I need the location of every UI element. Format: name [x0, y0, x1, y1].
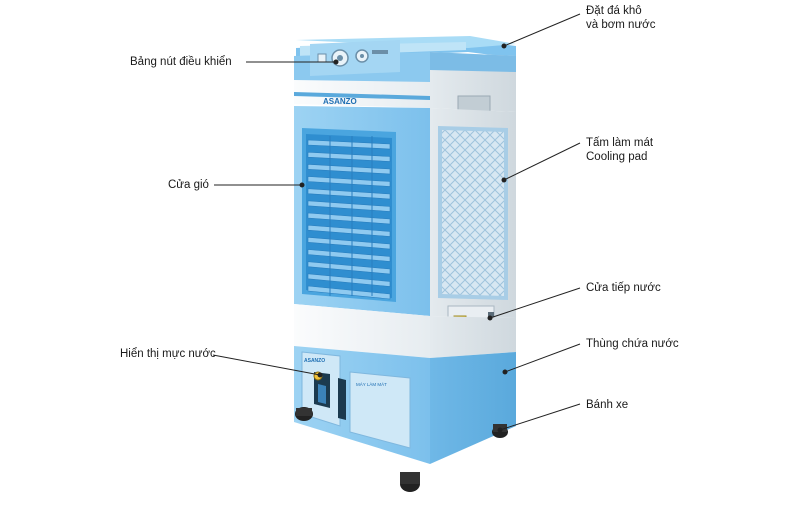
callout-cooling-pad: Tấm làm mát Cooling pad [586, 136, 653, 164]
callout-wheels: Bánh xe [586, 398, 628, 412]
tank-badge-text: MÁY LÀM MÁT [356, 381, 387, 387]
callout-control-panel: Bảng nút điều khiển [130, 55, 232, 69]
callout-text: Cửa tiếp nước [586, 282, 661, 294]
callout-text-line1: Tấm làm mát [586, 137, 654, 149]
callout-water-level: Hiển thị mực nước [120, 347, 216, 361]
vent-louvre [307, 285, 391, 300]
callout-text: Bánh xe [586, 399, 629, 411]
callout-ice-pump: Đặt đá khô và bơm nước [586, 4, 655, 32]
lower-band [294, 304, 516, 358]
vent-louvre [307, 151, 391, 162]
brand-logo: ASANZO [323, 97, 357, 106]
cooling-pad [438, 126, 508, 300]
vent-louvre [307, 176, 391, 187]
callout-text: Bảng nút điều khiển [130, 56, 232, 68]
water-tank [294, 346, 516, 464]
vent-louvre [307, 212, 391, 225]
vent-louvre [307, 164, 391, 175]
tank-sticker [349, 371, 411, 449]
callout-text: Thùng chứa nước [586, 338, 679, 350]
vent-louvre [307, 139, 391, 150]
callout-text: Cửa gió [168, 179, 209, 191]
vent-louvre [307, 200, 391, 212]
callout-text-line2: Cooling pad [586, 151, 648, 163]
callout-leader-lines [212, 13, 581, 433]
air-vent-grille [302, 128, 396, 302]
callout-text: Hiển thị mực nước [120, 348, 216, 360]
vent-louvre [307, 188, 391, 200]
callout-water-inlet: Cửa tiếp nước [586, 281, 661, 295]
callout-text-line2: và bơm nước [586, 19, 656, 31]
callout-text-line1: Đặt đá khô [586, 5, 642, 17]
vent-louvre [307, 273, 391, 287]
callout-water-tank: Thùng chứa nước [586, 337, 679, 351]
vent-louvre [307, 224, 391, 237]
vent-louvre [307, 261, 391, 275]
control-panel [310, 40, 400, 76]
tank-brand-logo: ASANZO [304, 358, 325, 364]
vent-louvre [307, 237, 391, 250]
vent-louvre [307, 249, 391, 262]
callout-air-vent: Cửa gió [168, 178, 209, 192]
